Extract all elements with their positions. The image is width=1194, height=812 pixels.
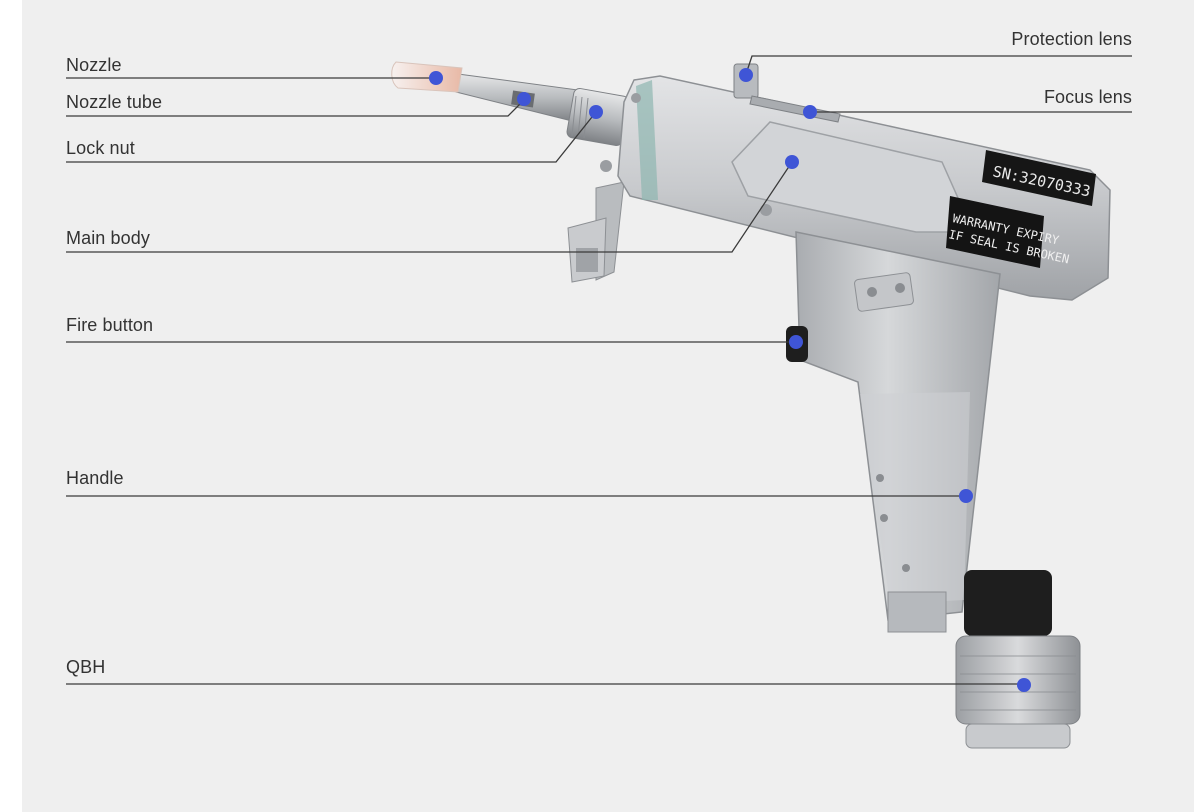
gun-drawing: SN:32070333 WARRANTY EXPIRY IF SEAL IS B… — [391, 61, 1111, 749]
label-lock-nut: Lock nut — [66, 138, 135, 158]
gun-bracket — [567, 181, 625, 283]
label-protection-lens: Protection lens — [1011, 29, 1132, 49]
gun-qbh-connector — [955, 570, 1081, 749]
label-focus-lens: Focus lens — [1043, 87, 1132, 107]
label-nozzle: Nozzle — [66, 55, 122, 75]
leader-line-protection-lens — [745, 55, 1132, 75]
callout-nozzle-tube — [66, 92, 531, 117]
marker-dot-qbh — [1017, 678, 1031, 692]
callout-focus-lens — [803, 105, 1132, 119]
gun-handle — [795, 231, 1001, 633]
callout-main-body — [66, 155, 799, 253]
label-qbh: QBH — [66, 657, 106, 677]
callout-qbh — [66, 678, 1031, 692]
marker-dot-main-body — [785, 155, 799, 169]
warranty-seal: WARRANTY EXPIRY IF SEAL IS BROKEN — [946, 196, 1070, 268]
label-handle: Handle — [66, 468, 124, 488]
callout-layer — [66, 55, 1132, 692]
leader-line-nozzle-tube — [66, 99, 525, 117]
label-fire-button: Fire button — [66, 315, 154, 335]
marker-dot-focus-lens — [803, 105, 817, 119]
callout-handle — [66, 489, 973, 503]
marker-dot-protection-lens — [739, 68, 753, 82]
leader-line-main-body — [66, 161, 793, 253]
callout-lock-nut — [66, 105, 603, 163]
gun-nozzle-tip — [391, 61, 463, 93]
label-main-body: Main body — [66, 228, 150, 248]
marker-dot-handle — [959, 489, 973, 503]
gun-nozzle-tube — [455, 73, 579, 123]
marker-dot-lock-nut — [589, 105, 603, 119]
callout-protection-lens — [739, 55, 1132, 82]
marker-dot-fire-button — [789, 335, 803, 349]
callout-nozzle — [66, 71, 443, 85]
marker-dot-nozzle-tube — [517, 92, 531, 106]
callout-fire-button — [66, 335, 803, 349]
leader-line-lock-nut — [66, 111, 597, 163]
label-nozzle-tube: Nozzle tube — [66, 92, 163, 112]
marker-dot-nozzle — [429, 71, 443, 85]
